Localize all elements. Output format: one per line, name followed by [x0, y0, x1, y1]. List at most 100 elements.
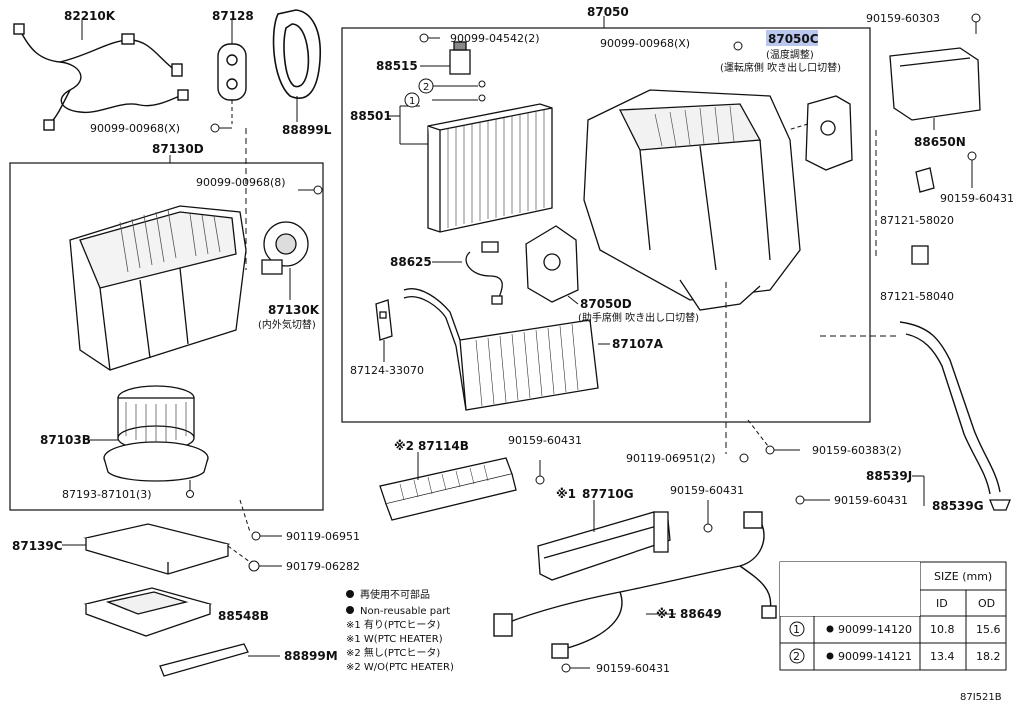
label-87193-87101: 87193-87101(3) [62, 488, 152, 501]
screw-90099-00968-8[interactable] [298, 185, 323, 195]
marker-1-top: 1 [404, 92, 420, 108]
legend-note2-jp: ※2 無し(PTCヒータ) [346, 646, 440, 659]
screw-90159-60383[interactable] [765, 445, 800, 455]
label-87710G-mark: ※1 [556, 487, 576, 501]
label-90159-60431-right: 90159-60431 [940, 192, 1014, 205]
wire-harness-88649[interactable] [493, 511, 777, 659]
drain-hose-88539J[interactable] [899, 321, 1001, 495]
label-87130K-sub: (内外気切替) [258, 318, 316, 331]
heater-core-87107A[interactable] [403, 288, 599, 411]
thermistor-88625[interactable] [465, 241, 503, 305]
label-90099-04542: 90099-04542(2) [450, 32, 540, 45]
label-90099-00968-8: 90099-00968(8) [196, 176, 286, 189]
screw-90159-60431-d[interactable] [795, 495, 830, 505]
evaporator-88501[interactable] [427, 103, 553, 233]
label-90119-06951-2: 90119-06951(2) [626, 452, 716, 465]
o-ring-markers [432, 80, 486, 102]
label-87050: 87050 [587, 5, 629, 19]
label-88899L: 88899L [282, 123, 332, 137]
screw-90159-60431-c[interactable] [703, 500, 713, 533]
size-table-row1-id: 10.8 [930, 623, 955, 636]
size-table-row2-marker: 2 [793, 650, 800, 663]
label-87050C-sub1: (温度調整) [766, 48, 814, 61]
size-table-row2-id: 13.4 [930, 650, 955, 663]
heater-case-87050[interactable] [583, 89, 801, 311]
duct-seal-88899L[interactable] [272, 9, 322, 99]
filter-cover-88899M[interactable] [159, 643, 249, 677]
legend-nonreusable-jp: 再使用不可部品 [360, 588, 430, 601]
group-frame-87050 [341, 27, 871, 423]
expansion-valve-88515[interactable] [449, 41, 471, 75]
group-frame-87130D [9, 162, 324, 511]
label-90179-06282: 90179-06282 [286, 560, 360, 573]
screw-90159-60431-bottom[interactable] [561, 663, 590, 673]
screw-90099-04542[interactable] [419, 33, 440, 43]
svg-text:1: 1 [409, 96, 415, 107]
screw-90099-00968-left[interactable] [210, 123, 232, 133]
marker-2-top: 2 [418, 78, 434, 94]
duct-87114B[interactable] [379, 457, 517, 521]
filter-frame-88548B[interactable] [83, 587, 213, 637]
label-87114B: 87114B [418, 439, 469, 453]
grommet-88539G[interactable] [989, 499, 1011, 511]
screw-87193-87101[interactable] [186, 480, 194, 498]
label-90119-06951: 90119-06951 [286, 530, 360, 543]
servo-motor-87130K[interactable] [261, 221, 309, 275]
label-87050D: 87050D [580, 297, 632, 311]
label-90159-60303: 90159-60303 [866, 12, 940, 25]
clip-87121-58020[interactable] [915, 167, 935, 193]
label-88650N: 88650N [914, 135, 966, 149]
label-88649: 88649 [680, 607, 722, 621]
legend-note1-en: ※1 W(PTC HEATER) [346, 634, 443, 645]
screw-90119-06951[interactable] [251, 531, 282, 541]
diagram-code: 87I521B [960, 692, 1002, 703]
label-88539G: 88539G [932, 499, 984, 513]
label-90099-00968x-left: 90099-00968(X) [90, 122, 180, 135]
label-90159-60431-d: 90159-60431 [834, 494, 908, 507]
servo-motor-87050C[interactable] [805, 95, 853, 171]
size-table-col-od: OD [978, 597, 995, 610]
label-90159-60383: 90159-60383(2) [812, 444, 902, 457]
screw-90099-00968-top[interactable] [733, 41, 743, 51]
servo-motor-87050D[interactable] [525, 225, 579, 303]
size-table-col-id: ID [936, 597, 948, 610]
amplifier-88650N[interactable] [889, 47, 981, 121]
label-82210K: 82210K [64, 9, 116, 23]
label-88515: 88515 [376, 59, 418, 73]
clip-90179-06282[interactable] [248, 560, 282, 572]
label-87128: 87128 [212, 9, 254, 23]
clip-87121-58040[interactable] [911, 245, 929, 265]
label-87130D: 87130D [152, 142, 204, 156]
screw-90159-60431-right[interactable] [967, 151, 977, 188]
label-87139C: 87139C [12, 539, 63, 553]
size-table-row1-od: 15.6 [976, 623, 1001, 636]
label-90099-00968x-top: 90099-00968(X) [600, 37, 690, 50]
wire-harness-82210K[interactable] [13, 23, 189, 131]
highlight-87050C [766, 30, 818, 46]
ptc-heater-87710G[interactable] [537, 511, 671, 581]
screw-90159-60303[interactable] [971, 13, 981, 34]
label-88501: 88501 [350, 109, 392, 123]
screw-90159-60431-mid[interactable] [535, 460, 545, 485]
air-filter-87139C[interactable] [83, 523, 231, 575]
label-87121-58020: 87121-58020 [880, 214, 954, 227]
label-90159-60431-c: 90159-60431 [670, 484, 744, 497]
label-90159-60431-bottom: 90159-60431 [596, 662, 670, 675]
label-88548B: 88548B [218, 609, 269, 623]
bracket-87124-33070[interactable] [375, 299, 393, 341]
label-87107A: 87107A [612, 337, 664, 351]
blower-case-87130D[interactable] [69, 205, 247, 371]
label-87124-33070: 87124-33070 [350, 364, 424, 377]
seal-87128[interactable] [217, 43, 247, 101]
label-88899M: 88899M [284, 649, 338, 663]
label-87050D-sub: (助手席側 吹き出し口切替) [578, 311, 699, 324]
size-table-row2-part: 90099-14121 [838, 650, 912, 663]
size-table-row1-part: 90099-14120 [838, 623, 912, 636]
label-87130K: 87130K [268, 303, 320, 317]
size-table-row2-od: 18.2 [976, 650, 1001, 663]
legend-nonreusable-en: Non-reusable part [360, 606, 450, 617]
screw-90119-06951-2[interactable] [739, 453, 749, 463]
label-87121-58040: 87121-58040 [880, 290, 954, 303]
size-table-header: SIZE (mm) [934, 570, 992, 583]
